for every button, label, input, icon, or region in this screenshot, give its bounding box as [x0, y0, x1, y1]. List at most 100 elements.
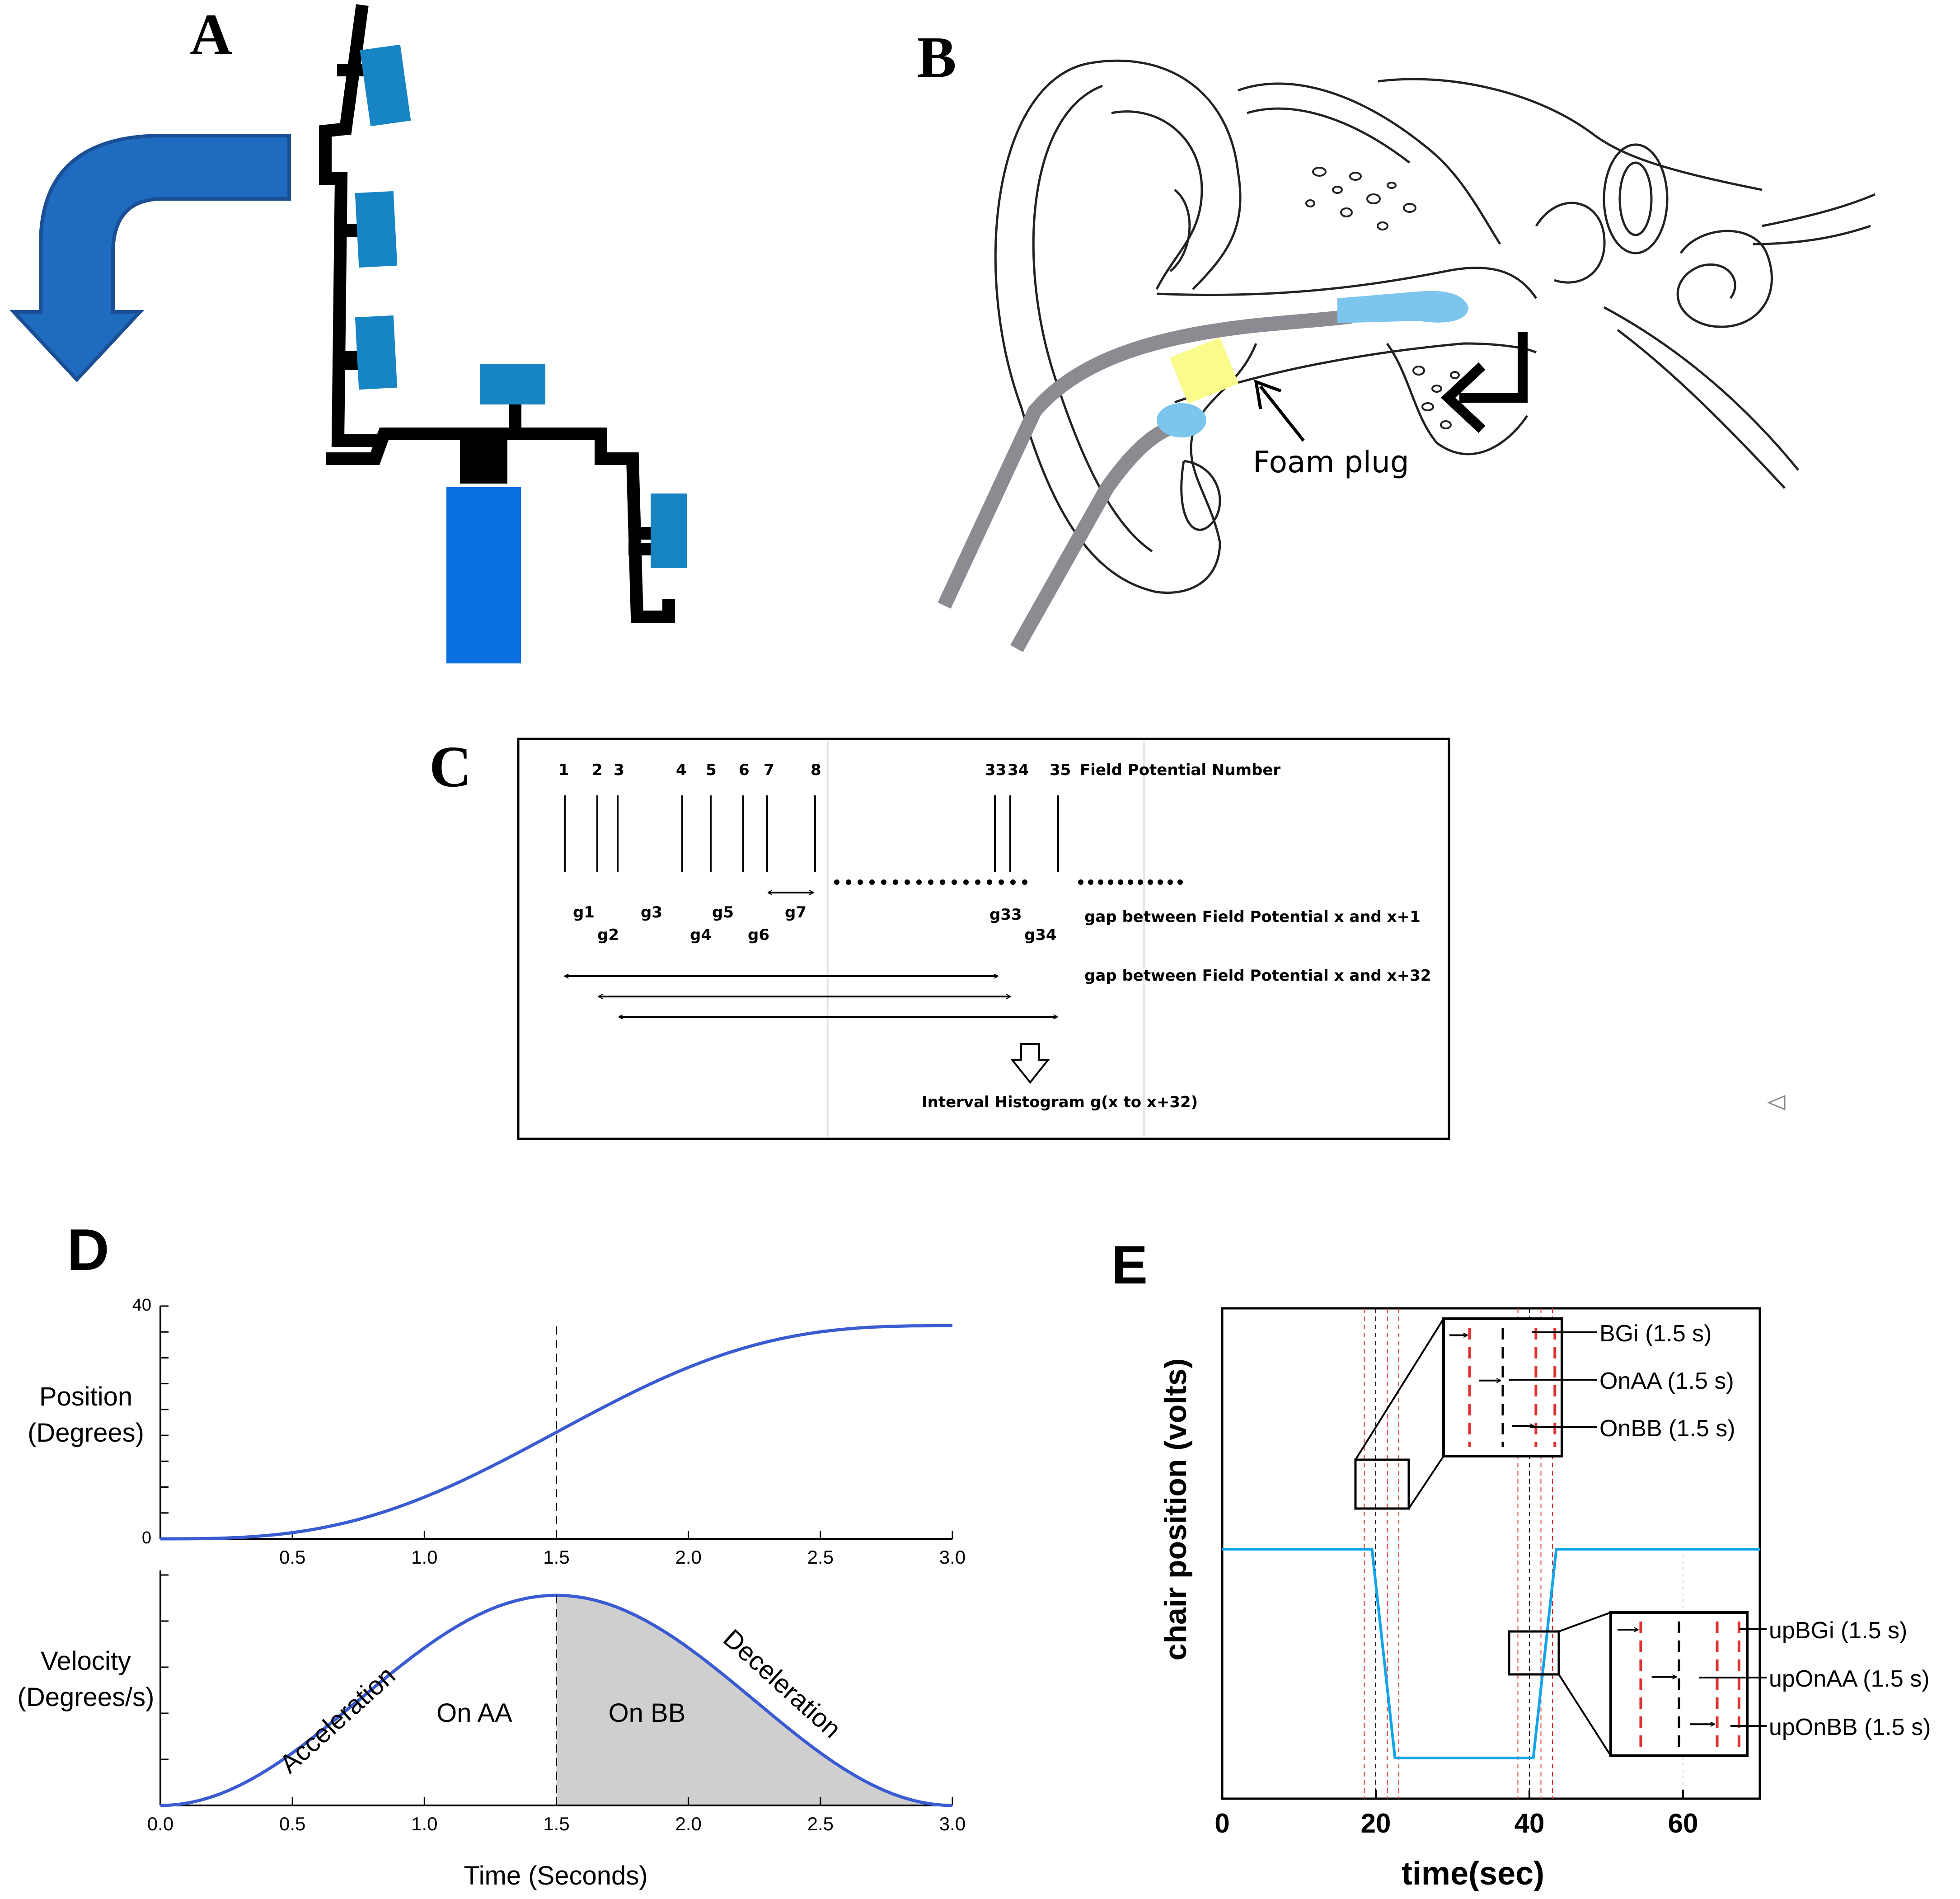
acceleration-label: Acceleration	[274, 1661, 401, 1779]
fp-number: 3	[614, 761, 624, 779]
gap-x1-label: gap between Field Potential x and x+1	[1084, 908, 1421, 926]
position-x-tick-label: 2.5	[807, 1546, 834, 1568]
curved-arrow-icon	[9, 134, 291, 382]
fp-number: 35	[1050, 761, 1071, 779]
position-y-tick-label: 0	[142, 1528, 151, 1547]
panel-b: B	[917, 25, 1876, 652]
ellipsis-dot	[1010, 879, 1016, 885]
velocity-x-tick-label: 2.0	[675, 1813, 701, 1834]
inset-top-label: OnBB (1.5 s)	[1599, 1415, 1735, 1442]
position-x-tick-label: 1.0	[411, 1546, 437, 1568]
panel-label-d: D	[67, 1217, 109, 1283]
earphone-tube-upper	[938, 309, 1352, 609]
zoom-box-top	[1354, 1458, 1410, 1510]
bone-stipple	[1305, 167, 1460, 429]
zoom-line	[1355, 1318, 1444, 1461]
inset-bottom-label: upBGi (1.5 s)	[1769, 1617, 1907, 1644]
chair-x-tick-label: 60	[1668, 1808, 1698, 1838]
foam-plug-label: Foam plug	[1253, 445, 1409, 479]
ellipsis-dot	[881, 879, 886, 885]
foam-plug-pointer	[1259, 385, 1305, 442]
interval-diagram-frame	[517, 738, 1450, 1140]
position-x-tick-label: 3.0	[939, 1546, 966, 1568]
gap-labels: g1 g2 g3 g4 g5 g6 g7 g33 g34 gap between…	[573, 903, 1431, 1111]
ellipsis-dot	[1088, 879, 1093, 885]
ellipsis-dot	[999, 879, 1004, 885]
ellipsis-dot	[869, 879, 875, 885]
gap-label: g6	[748, 926, 769, 944]
field-potential-spikes	[564, 795, 1059, 872]
gap-label: g3	[641, 903, 662, 921]
ellipsis-dots	[834, 879, 1183, 885]
velocity-x-tick-label: 1.5	[543, 1813, 569, 1834]
chair-x-tick-label: 40	[1515, 1808, 1545, 1838]
ellipsis-dot	[905, 879, 910, 885]
ellipsis-dot	[1078, 879, 1083, 885]
position-x-tick-label: 0.5	[279, 1546, 305, 1568]
ellipsis-dot	[1118, 879, 1123, 885]
velocity-x-tick-label: 0.0	[147, 1813, 173, 1834]
gap-x32-label: gap between Field Potential x and x+32	[1084, 967, 1431, 985]
ear-anatomy-drawing	[994, 59, 1876, 594]
ellipsis-dot	[1138, 879, 1143, 885]
velocity-xlabel: Time (Seconds)	[464, 1861, 647, 1890]
chair-plot-frame	[1221, 1307, 1761, 1800]
on-bb-label: On BB	[609, 1698, 686, 1728]
panel-label-e: E	[1111, 1235, 1148, 1295]
zoom-line	[1408, 1455, 1444, 1509]
inset-bottom-label: upOnBB (1.5 s)	[1769, 1714, 1931, 1740]
inset-top-label: OnAA (1.5 s)	[1599, 1368, 1734, 1394]
gap-label: g7	[785, 903, 807, 921]
velocity-x-tick-label: 2.5	[807, 1813, 834, 1834]
on-aa-label: On AA	[436, 1698, 512, 1728]
position-curve	[160, 1324, 952, 1541]
fp-number: 8	[811, 761, 821, 779]
gap-label: g33	[989, 906, 1022, 924]
panel-label-c: C	[429, 734, 472, 799]
ellipsis-dot	[963, 879, 969, 885]
chair-ylabel: chair position (volts)	[1158, 1358, 1193, 1661]
inset-bottom-label: upOnAA (1.5 s)	[1769, 1666, 1930, 1692]
ellipsis-dot	[916, 879, 922, 885]
panel-a: A	[9, 2, 687, 663]
seatback-block-upper	[355, 191, 398, 268]
chair-x-tick-label: 0	[1214, 1808, 1229, 1838]
lower-canal-blue	[1157, 403, 1206, 437]
position-x-tick-label: 2.0	[675, 1546, 701, 1568]
ellipsis-dot	[1158, 879, 1163, 885]
earphone-tube-lower	[1010, 418, 1182, 652]
headrest-block	[360, 44, 411, 127]
chair-hub	[460, 434, 507, 484]
ellipsis-dot	[1168, 879, 1173, 885]
ellipsis-dot	[987, 879, 992, 885]
position-y-tick-label: 40	[132, 1296, 151, 1315]
velocity-x-tick-label: 3.0	[939, 1813, 966, 1834]
ellipsis-dot	[1022, 879, 1027, 885]
zoom-box-bottom	[1508, 1630, 1560, 1676]
ellipsis-dot	[1177, 879, 1183, 885]
fp-number: 34	[1008, 761, 1029, 779]
velocity-x-tick-label: 1.0	[411, 1813, 437, 1834]
bent-arrow-icon	[1459, 332, 1528, 403]
chair-base-block	[446, 487, 521, 663]
ellipsis-dot	[952, 879, 957, 885]
histogram-label: Interval Histogram g(x to x+32)	[922, 1093, 1198, 1111]
ellipsis-dot	[1108, 879, 1113, 885]
bent-arrow-head	[1440, 362, 1486, 433]
ellipsis-dot	[834, 879, 839, 885]
down-arrow-icon	[1010, 1043, 1050, 1084]
zoom-line	[1558, 1673, 1612, 1757]
field-potential-numbers: 1 2 3 4 5 6 7 8 33 34 35 Field Potential…	[558, 761, 1280, 779]
chair-x-tick-label: 20	[1361, 1808, 1391, 1838]
position-ylabel-line1: Position	[39, 1382, 132, 1411]
gap-label: g2	[597, 926, 619, 944]
velocity-ylabel-line2: (Degrees/s)	[18, 1683, 155, 1712]
panel-label-b: B	[917, 25, 957, 90]
gap-label: g5	[712, 903, 734, 921]
footrest-block	[651, 494, 687, 568]
gap-label: g4	[690, 926, 712, 944]
